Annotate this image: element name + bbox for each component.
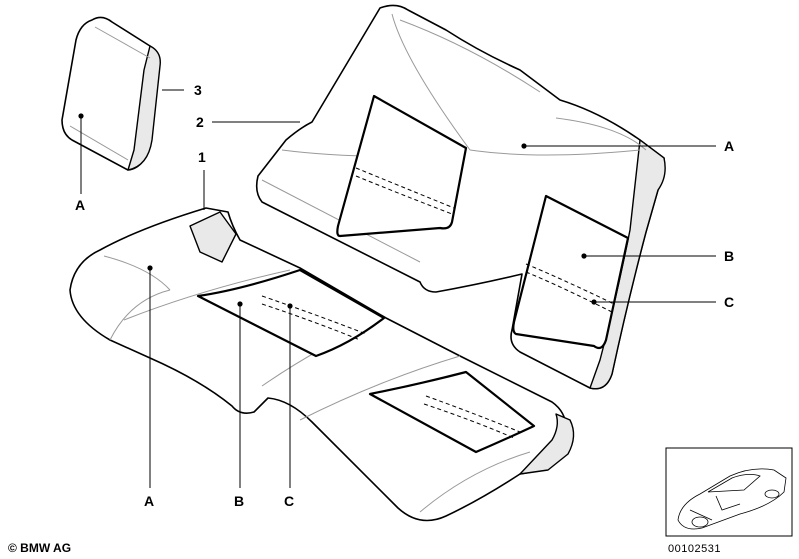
seat-cushion-cover-drawing [69, 207, 575, 522]
reference-number: 00102531 [668, 543, 721, 555]
callout-backrest-c: C [724, 294, 734, 310]
backrest-cover-drawing [255, 4, 666, 390]
callout-2: 2 [196, 114, 204, 130]
coupe-car-thumbnail [665, 447, 793, 537]
callout-cushion-a: A [144, 493, 154, 509]
callout-headrest-a: A [75, 197, 85, 213]
callout-backrest-a: A [724, 138, 734, 154]
callout-backrest-b: B [724, 248, 734, 264]
callout-cushion-c: C [284, 493, 294, 509]
headrest-cover-drawing [61, 16, 161, 171]
callout-1: 1 [198, 149, 206, 165]
leader-lines [80, 89, 716, 488]
callout-cushion-b: B [234, 493, 244, 509]
copyright-text: © BMW AG [8, 541, 71, 555]
callout-3: 3 [194, 82, 202, 98]
